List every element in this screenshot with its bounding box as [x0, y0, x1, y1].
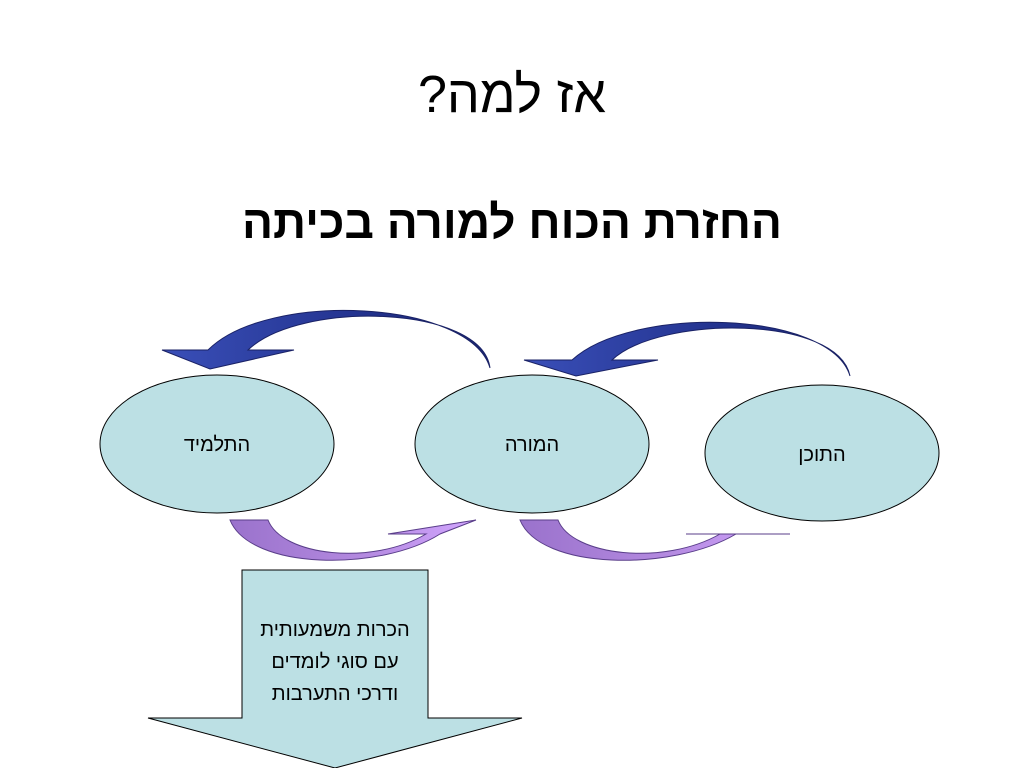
curved-arrow-teacher-to-student — [161, 310, 491, 370]
curved-arrow-student-to-teacher — [229, 519, 477, 561]
curved-arrow-content-to-teacher — [523, 321, 851, 377]
callout-line-2: עם סוגי לומדים — [271, 651, 399, 673]
slide-subtitle: החזרת הכוח למורה בכיתה — [241, 196, 783, 248]
node-content — [704, 384, 940, 522]
down-arrow-callout — [147, 569, 523, 768]
slide-title: אז למה? — [417, 66, 607, 124]
node-content-label: התוכן — [798, 444, 845, 466]
node-student — [99, 374, 335, 514]
curved-arrow-teacher-to-content — [519, 519, 790, 561]
node-teacher-label: המורה — [505, 434, 559, 456]
callout-line-1: הכרות משמעותית — [260, 619, 410, 641]
callout-text: הכרות משמעותית עם סוגי לומדים ודרכי התער… — [240, 614, 430, 710]
node-student-label: התלמיד — [184, 434, 250, 456]
node-teacher — [414, 374, 650, 514]
callout-line-3: ודרכי התערבות — [271, 683, 399, 705]
